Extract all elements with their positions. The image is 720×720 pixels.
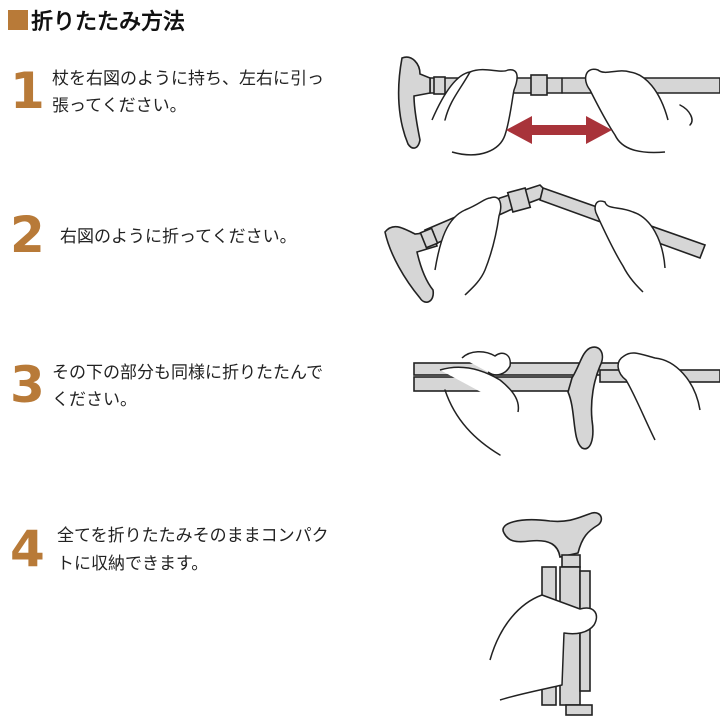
hand-holding-folded-cane-illustration	[489, 511, 603, 716]
step-number: 4	[10, 520, 45, 578]
step-number: 2	[10, 206, 45, 264]
step-text-line: 全てを折りたたみそのままコンパク	[57, 526, 329, 546]
step-number: 3	[10, 356, 45, 414]
section-heading: 折りたたみ方法	[8, 4, 185, 36]
heading-square-icon	[8, 10, 28, 30]
step-text-line: その下の部分も同様に折りたたんで	[52, 363, 324, 383]
step-text-line: ください。	[52, 390, 137, 410]
double-arrow-icon	[506, 116, 612, 144]
step-number: 1	[10, 62, 45, 120]
step-text-line: トに収納できます。	[57, 554, 209, 574]
hands-folding-lower-section-illustration	[413, 346, 720, 456]
step-text-line: 右図のように折ってください。	[60, 227, 297, 247]
step-text-line: 杖を右図のように持ち、左右に引っ	[52, 69, 324, 89]
hands-pulling-cane-illustration	[397, 56, 720, 156]
hands-folding-cane-illustration	[384, 184, 707, 303]
step-text-line: 張ってください。	[52, 96, 187, 116]
page-title: 折りたたみ方法	[31, 10, 186, 35]
